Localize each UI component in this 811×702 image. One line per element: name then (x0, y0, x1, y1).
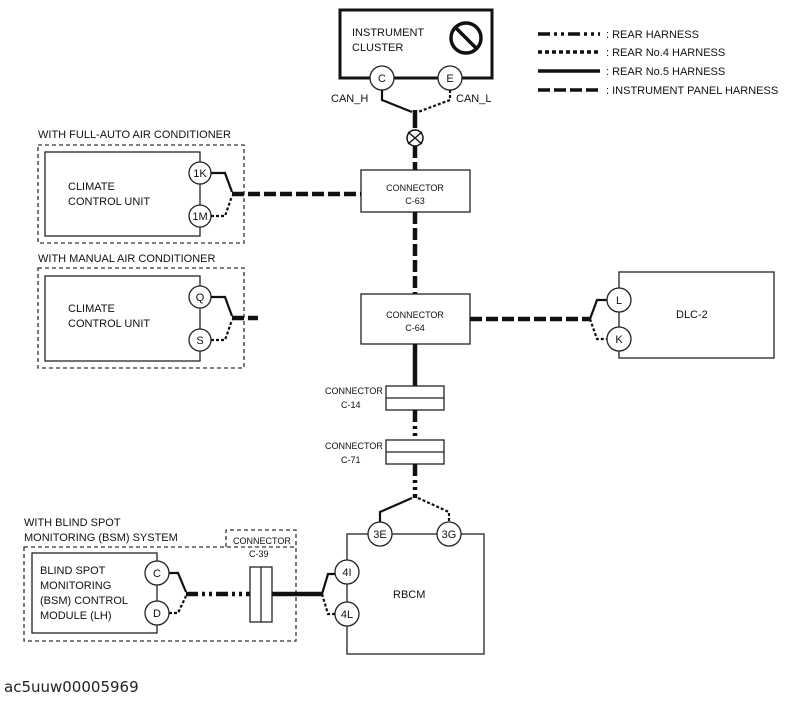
legend-rear-no5-label: : REAR No.5 HARNESS (606, 66, 725, 78)
bsm-module-line2: MONITORING (40, 580, 111, 592)
bsm-heading-line1: WITH BLIND SPOT (24, 517, 121, 529)
connector-c39-line2: C-39 (249, 549, 269, 559)
dlc2-pin-l-label: L (616, 295, 622, 307)
full-auto-can-l-wire (211, 195, 234, 218)
bsm-connector-label-frame (225, 529, 297, 547)
dlc2-pin-k-label: K (615, 334, 623, 346)
legend-instrument-panel-label: : INSTRUMENT PANEL HARNESS (606, 85, 778, 97)
bsm-module-line3: (BSM) CONTROL (40, 595, 128, 607)
manual-can-l-wire (211, 319, 234, 342)
dlc2-pin-l (606, 287, 632, 313)
rbcm-3e-wire (378, 496, 413, 522)
bsm-pin-d-label: D (153, 608, 161, 620)
connector-c64-line1: CONNECTOR (386, 310, 444, 320)
bsm-module-line1: BLIND SPOT (40, 565, 106, 577)
connector-c63-line1: CONNECTOR (386, 183, 444, 193)
figure-id-caption: ac5uuw00005969 (4, 678, 139, 696)
bsm-pin-c-label: C (153, 568, 161, 580)
rbcm-label: RBCM (393, 589, 425, 601)
full-auto-pin-1k-label: 1K (193, 168, 207, 180)
connector-c64 (360, 293, 471, 345)
prohibited-icon (449, 21, 483, 55)
rbcm-pin-3e-label: 3E (373, 529, 386, 541)
cluster-can-h-wire (380, 90, 413, 114)
instrument-cluster-line2: CLUSTER (352, 42, 403, 54)
can-h-label: CAN_H (331, 93, 368, 105)
rbcm-pin-4l-label: 4L (341, 609, 353, 621)
bsm-heading-line2: MONITORING (BSM) SYSTEM (24, 532, 178, 544)
can-l-label: CAN_L (456, 93, 491, 105)
instrument-cluster: INSTRUMENT CLUSTER C E CAN_H CAN_L (331, 8, 494, 105)
connector-c64-line2: C-64 (405, 323, 425, 333)
bsm-can-h-wire (169, 571, 188, 593)
rbcm-pin-3g (436, 521, 462, 547)
instrument-cluster-line1: INSTRUMENT (352, 27, 424, 39)
rbcm-pin-3e (367, 521, 393, 547)
bsm-can-l-wire (169, 595, 187, 615)
rbcm-box (346, 533, 485, 655)
connector-c39-line1: CONNECTOR (233, 536, 291, 546)
manual-unit-line1: CLIMATE (68, 303, 115, 315)
rbcm-pin-3g-label: 3G (442, 529, 457, 541)
dlc2-box (618, 271, 775, 359)
connector-c63-line2: C-63 (405, 196, 425, 206)
full-auto-heading: WITH FULL-AUTO AIR CONDITIONER (38, 129, 231, 141)
dlc2-pin-k (606, 326, 632, 352)
manual-unit-line2: CONTROL UNIT (68, 318, 150, 330)
connector-c14-line2: C-14 (341, 400, 361, 410)
manual-pin-q-label: Q (196, 292, 205, 304)
cluster-pin-e-label: E (446, 73, 453, 85)
legend-rear-label: : REAR HARNESS (606, 29, 699, 41)
rbcm-pin-4i (334, 559, 360, 585)
manual-heading: WITH MANUAL AIR CONDITIONER (38, 253, 215, 265)
manual-climate-unit (44, 275, 201, 362)
full-auto-can-h-wire (211, 171, 234, 193)
cluster-can-l-wire (417, 90, 452, 114)
rbcm-3g-wire (417, 496, 451, 522)
twisted-pair-icon (406, 129, 424, 147)
full-auto-climate-unit (44, 151, 201, 237)
rbcm-pin-4i-label: 4I (342, 567, 351, 579)
rbcm-4l-wire (320, 593, 335, 616)
full-auto-pin-1m-label: 1M (192, 211, 207, 223)
manual-can-h-wire (211, 295, 234, 317)
dlc2-can-h-wire (588, 298, 607, 320)
connector-c14-line1: CONNECTOR (325, 386, 383, 396)
dlc2-can-l-wire (588, 318, 607, 341)
full-auto-unit-line1: CLIMATE (68, 181, 115, 193)
legend: : REAR HARNESS : REAR No.4 HARNESS : REA… (538, 29, 778, 97)
rbcm-4i-wire (320, 572, 335, 595)
cluster-pin-c-label: C (378, 73, 386, 85)
dlc2-label: DLC-2 (676, 309, 708, 321)
connector-c71-line1: CONNECTOR (325, 441, 383, 451)
connector-c71-line2: C-71 (341, 455, 361, 465)
full-auto-unit-line2: CONTROL UNIT (68, 196, 150, 208)
legend-rear-no4-label: : REAR No.4 HARNESS (606, 47, 725, 59)
manual-pin-s-label: S (196, 335, 203, 347)
bsm-control-module (31, 552, 158, 634)
bsm-module-line4: MODULE (LH) (40, 610, 112, 622)
connector-c63 (360, 169, 471, 213)
